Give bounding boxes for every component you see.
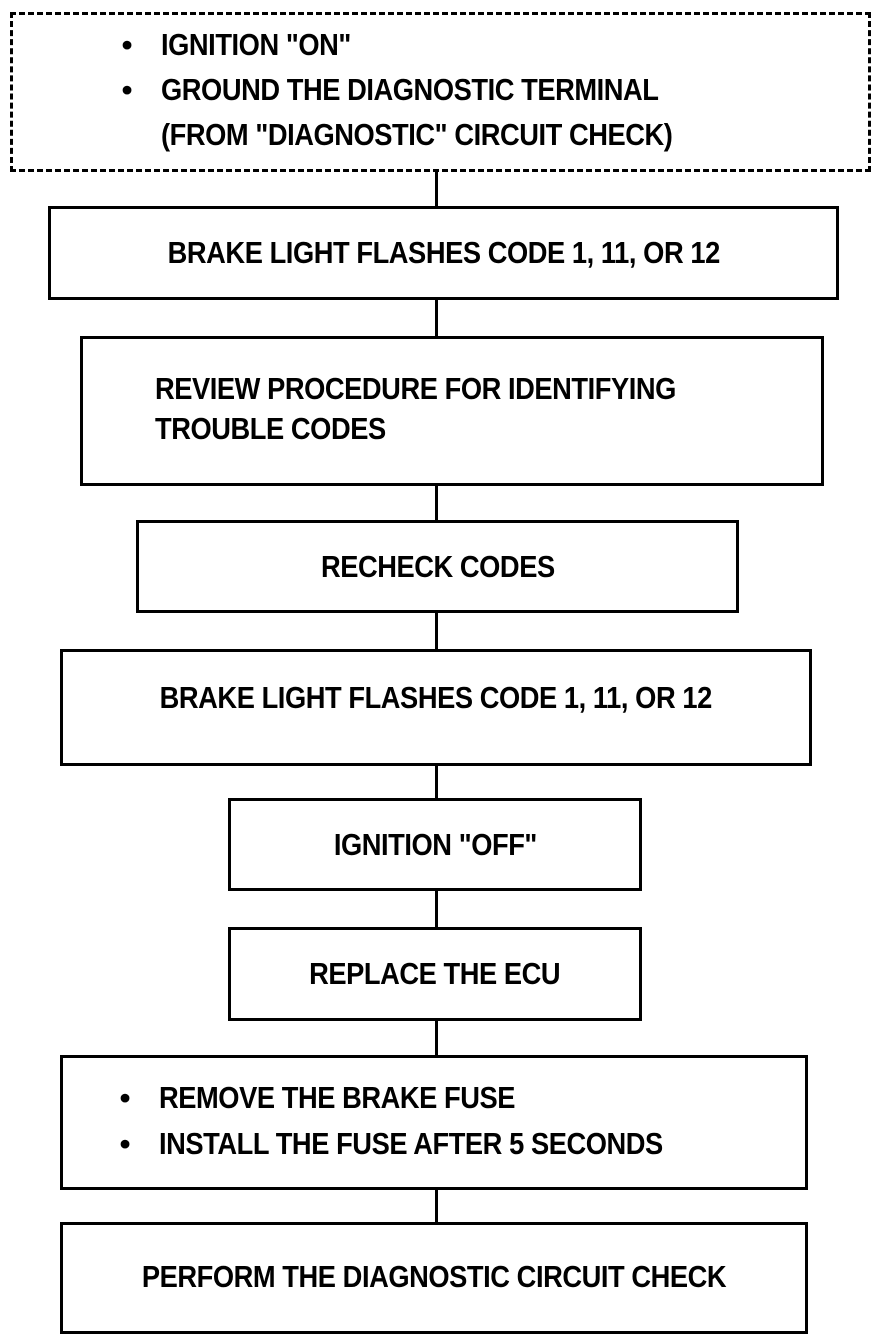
recheck-codes-text: RECHECK CODES <box>320 549 555 584</box>
fuse-item-label: INSTALL THE FUSE AFTER 5 SECONDS <box>159 1126 663 1161</box>
fuse-item-label: REMOVE THE BRAKE FUSE <box>159 1080 516 1115</box>
flash-code-box-1: BRAKE LIGHT FLASHES CODE 1, 11, OR 12 <box>48 206 839 300</box>
replace-ecu-text: REPLACE THE ECU <box>309 956 561 991</box>
connector-fuse-to-perform <box>435 1188 438 1224</box>
replace-ecu-box: REPLACE THE ECU <box>228 927 642 1021</box>
bullet-icon: • <box>119 1126 131 1161</box>
perform-check-box: PERFORM THE DIAGNOSTIC CIRCUIT CHECK <box>60 1222 808 1334</box>
fuse-steps-box: • REMOVE THE BRAKE FUSE • INSTALL THE FU… <box>60 1055 808 1190</box>
start-item-label: IGNITION "ON" <box>161 27 351 62</box>
review-procedure-line-2: TROUBLE CODES <box>155 411 386 446</box>
connector-replace-to-fuse <box>435 1019 438 1057</box>
start-conditions-box: • IGNITION "ON" • GROUND THE DIAGNOSTIC … <box>10 12 871 172</box>
ignition-off-text: IGNITION "OFF" <box>333 827 537 862</box>
bullet-icon: • <box>121 27 133 62</box>
perform-check-text: PERFORM THE DIAGNOSTIC CIRCUIT CHECK <box>141 1259 727 1294</box>
connector-review-to-recheck <box>435 484 438 522</box>
connector-recheck-to-flash2 <box>435 611 438 651</box>
review-procedure-line-1: REVIEW PROCEDURE FOR IDENTIFYING <box>155 371 676 406</box>
bullet-icon: • <box>121 72 133 107</box>
flash-code-text-1: BRAKE LIGHT FLASHES CODE 1, 11, OR 12 <box>167 235 720 270</box>
connector-flash1-to-review <box>435 298 438 338</box>
recheck-codes-box: RECHECK CODES <box>136 520 739 613</box>
ignition-off-box: IGNITION "OFF" <box>228 798 642 891</box>
connector-flash2-to-ignition-off <box>435 764 438 800</box>
connector-start-to-flash1 <box>435 170 438 208</box>
bullet-icon: • <box>119 1080 131 1115</box>
start-item-label: GROUND THE DIAGNOSTIC TERMINAL <box>161 72 659 107</box>
flash-code-box-2: BRAKE LIGHT FLASHES CODE 1, 11, OR 12 <box>60 649 812 766</box>
connector-ignition-off-to-replace <box>435 889 438 929</box>
review-procedure-box: REVIEW PROCEDURE FOR IDENTIFYING TROUBLE… <box>80 336 824 486</box>
flash-code-text-2: BRAKE LIGHT FLASHES CODE 1, 11, OR 12 <box>159 680 713 715</box>
start-continuation-text: (FROM "DIAGNOSTIC" CIRCUIT CHECK) <box>161 117 673 152</box>
